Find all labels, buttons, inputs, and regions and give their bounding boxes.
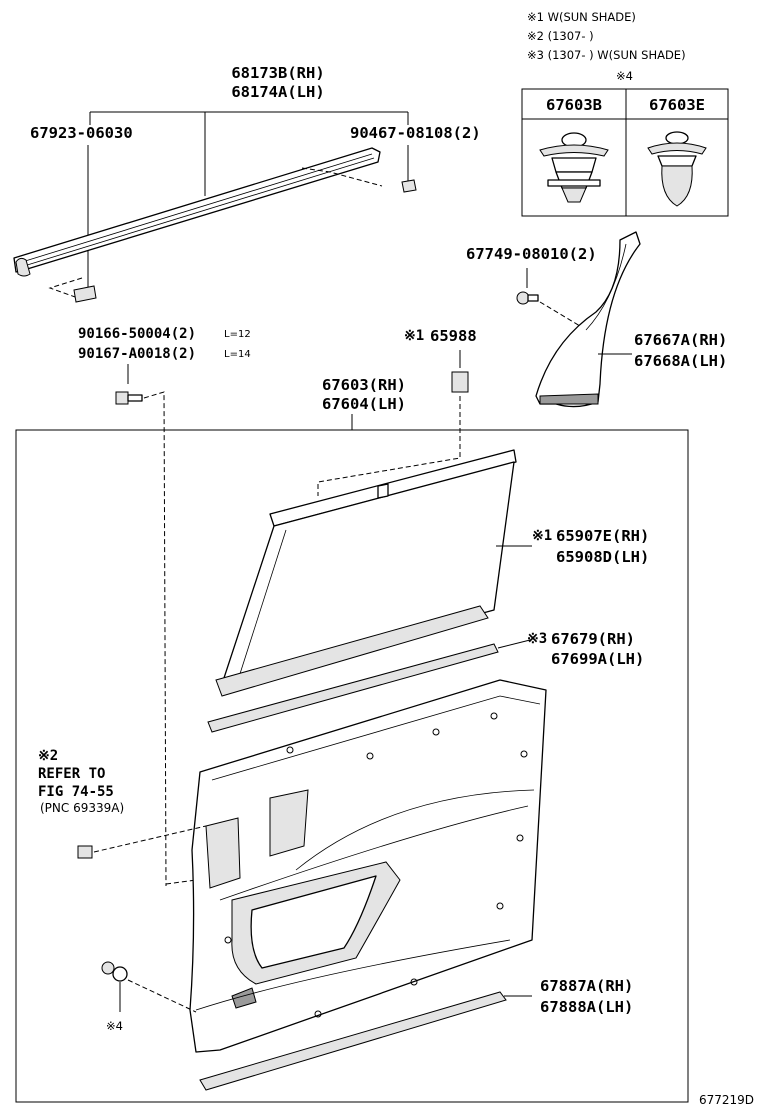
upper-molding-part xyxy=(13,147,417,303)
sunshade-part xyxy=(215,449,532,697)
label-garnish-lh: 67668A(LH) xyxy=(634,352,727,370)
label-shade-clip: 65988 xyxy=(430,327,477,345)
label-screw-top: 67749-08010(2) xyxy=(466,245,597,263)
clip-67603b-drawing xyxy=(539,132,609,203)
label-bolt-1-len: L=12 xyxy=(224,329,251,340)
label-molding-lh: 68174A(LH) xyxy=(231,83,324,101)
clip-table: 67603B 67603E xyxy=(521,88,729,217)
clip-67603e-drawing xyxy=(647,131,707,207)
bottom-clip-part xyxy=(101,961,197,1013)
label-refer-line1: REFER TO xyxy=(38,766,105,782)
door-trim-panel xyxy=(189,679,547,1053)
note-2: ※2 (1307- ) xyxy=(527,29,594,43)
clip-table-col2: 67603E xyxy=(649,96,705,114)
label-weather-mark: ※3 xyxy=(527,631,547,647)
label-clip-left: 67923-06030 xyxy=(30,124,133,142)
label-refer-line3: (PNC 69339A) xyxy=(40,801,124,815)
label-trim-rh: 67603(RH) xyxy=(322,376,406,394)
note-3: ※3 (1307- ) W(SUN SHADE) xyxy=(527,48,686,62)
label-bolt-2-len: L=14 xyxy=(224,349,251,360)
label-shade-clip-mark: ※1 xyxy=(404,328,424,344)
label-lower-rh: 67887A(RH) xyxy=(540,977,633,995)
label-sunshade-rh: 65907E(RH) xyxy=(556,527,649,545)
label-sunshade-lh: 65908D(LH) xyxy=(556,548,649,566)
label-sunshade-mark: ※1 xyxy=(532,528,552,544)
label-bolt-1: 90166-50004(2) xyxy=(78,326,196,342)
lower-molding-part xyxy=(199,991,532,1091)
label-trim-lh: 67604(LH) xyxy=(322,395,406,413)
garnish-part xyxy=(516,231,641,408)
refer-leader xyxy=(77,825,207,859)
label-clip-right: 90467-08108(2) xyxy=(350,124,481,142)
weatherstrip-part xyxy=(207,639,531,733)
label-weather-rh: 67679(RH) xyxy=(551,630,635,648)
clip-table-col1: 67603B xyxy=(546,96,602,114)
label-garnish-rh: 67667A(RH) xyxy=(634,331,727,349)
note-1: ※1 W(SUN SHADE) xyxy=(527,10,636,24)
clip-table-frame xyxy=(521,88,729,217)
label-molding-rh: 68173B(RH) xyxy=(231,64,324,82)
label-bolt-2: 90167-A0018(2) xyxy=(78,346,196,362)
label-refer-line2: FIG 74-55 xyxy=(38,784,114,800)
label-refer-mark: ※2 xyxy=(38,748,58,764)
shade-clip-part xyxy=(317,350,469,496)
diagram-code: 677219D xyxy=(699,1093,754,1107)
label-clip-mark: ※4 xyxy=(106,1019,123,1033)
bolt-part xyxy=(115,364,197,887)
note-4: ※4 xyxy=(616,69,633,83)
label-lower-lh: 67888A(LH) xyxy=(540,998,633,1016)
molding-leaders xyxy=(87,111,409,290)
label-weather-lh: 67699A(LH) xyxy=(551,650,644,668)
assembly-frame xyxy=(15,429,689,1103)
